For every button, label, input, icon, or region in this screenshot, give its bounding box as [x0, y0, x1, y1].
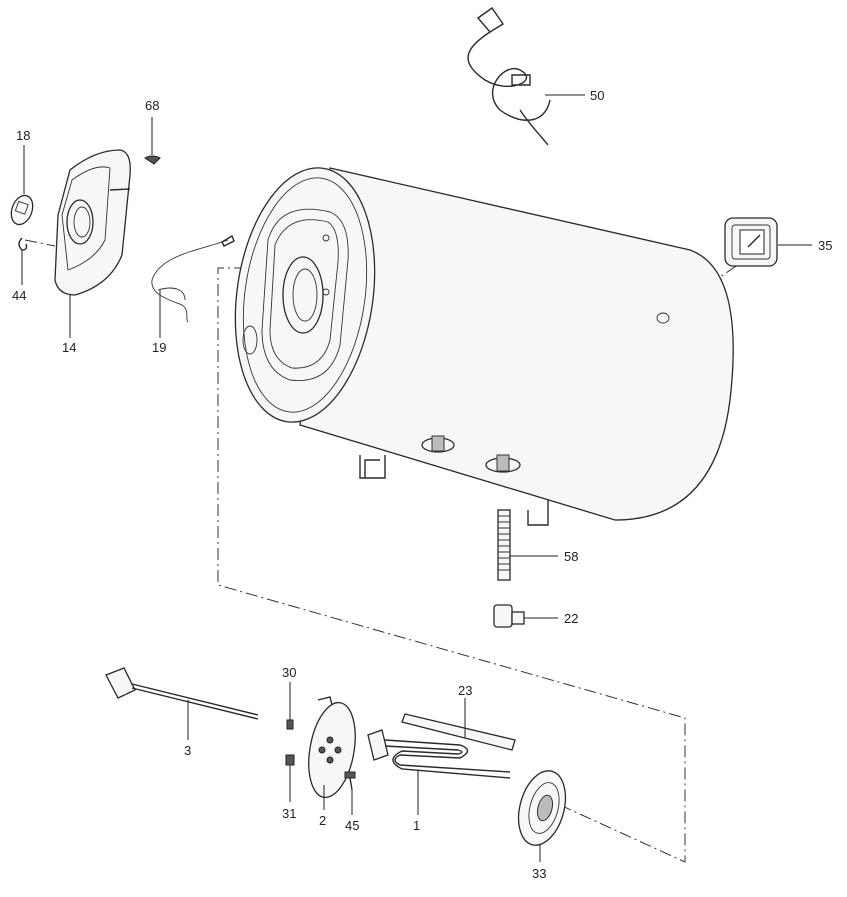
label-19: 19	[152, 340, 166, 355]
water-heater-tank	[234, 167, 734, 526]
assembly-line-35	[671, 261, 743, 311]
label-1: 1	[413, 818, 420, 833]
gasket-part	[517, 770, 567, 846]
label-3: 3	[184, 743, 191, 758]
label-23: 23	[458, 683, 472, 698]
valve-part	[493, 604, 525, 628]
label-45: 45	[345, 818, 359, 833]
thermostat-part	[105, 667, 259, 720]
label-50: 50	[590, 88, 604, 103]
bolt-part	[344, 771, 356, 791]
label-22: 22	[564, 611, 578, 626]
anode-part	[401, 713, 516, 751]
label-30: 30	[282, 665, 296, 680]
knob-part	[10, 194, 34, 226]
indicator-part	[724, 217, 778, 267]
screw-part	[286, 719, 294, 730]
label-14: 14	[62, 340, 76, 355]
flange-part	[308, 696, 356, 799]
label-44: 44	[12, 288, 26, 303]
assembly-line	[217, 267, 686, 863]
cap-part	[144, 155, 161, 165]
front-cover-part	[54, 149, 131, 296]
assembly-line-44	[24, 239, 56, 247]
label-2: 2	[319, 813, 326, 828]
wire-part	[151, 234, 235, 323]
label-68: 68	[145, 98, 159, 113]
label-18: 18	[16, 128, 30, 143]
label-33: 33	[532, 866, 546, 881]
heating-element-part	[367, 729, 511, 779]
label-35: 35	[818, 238, 832, 253]
label-58: 58	[564, 549, 578, 564]
nut-part	[285, 754, 295, 766]
hose-part	[497, 509, 511, 581]
label-31: 31	[282, 806, 296, 821]
power-cord	[467, 7, 585, 146]
